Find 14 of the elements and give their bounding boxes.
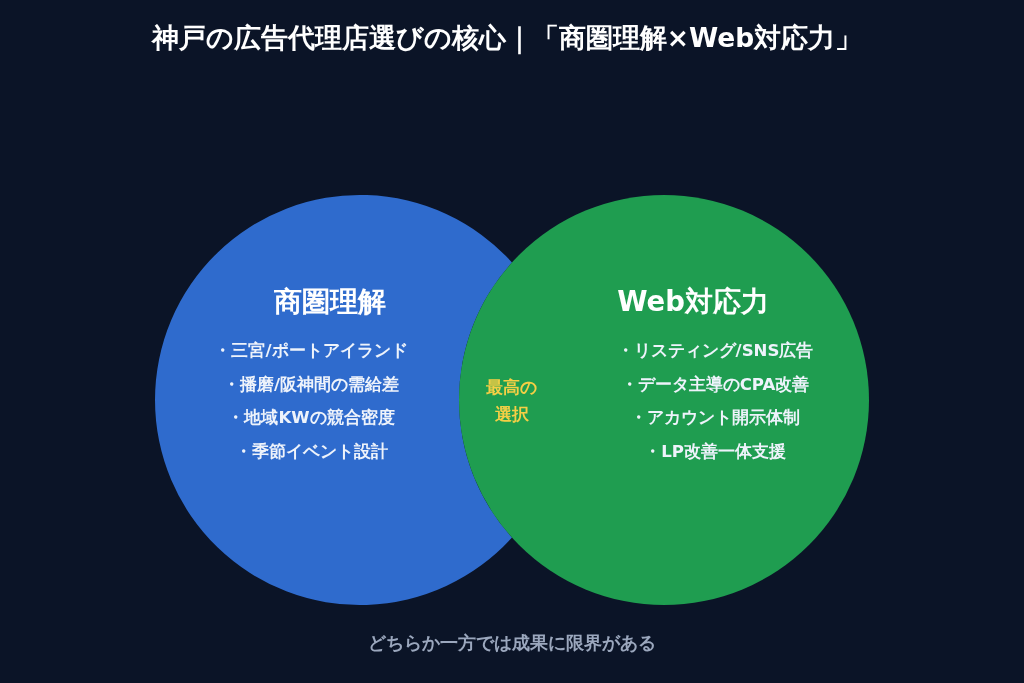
list-item: ・播磨/阪神間の需給差 [222, 373, 400, 395]
circle-heading: Web対応力 [617, 284, 769, 318]
title: 神戸の広告代理店選びの核心｜「商圏理解×Web対応力」 [151, 22, 863, 54]
list-item: ・アカウント開示体制 [630, 406, 800, 428]
venn-circle [459, 195, 869, 605]
list-item: ・リスティング/SNS広告 [616, 339, 814, 361]
list-item: ・季節イベント設計 [234, 440, 388, 462]
caption: どちらか一方では成果に限界がある [368, 632, 656, 654]
list-item: ・データ主導のCPA改善 [620, 373, 810, 395]
list-item: ・地域KWの競合密度 [227, 406, 395, 428]
list-item: ・三宮/ポートアイランド [214, 339, 408, 361]
overlap-label: 最高の選択 [485, 376, 539, 426]
circle-heading: 商圏理解 [274, 284, 386, 318]
list-item: ・LP改善一体支援 [644, 440, 786, 462]
